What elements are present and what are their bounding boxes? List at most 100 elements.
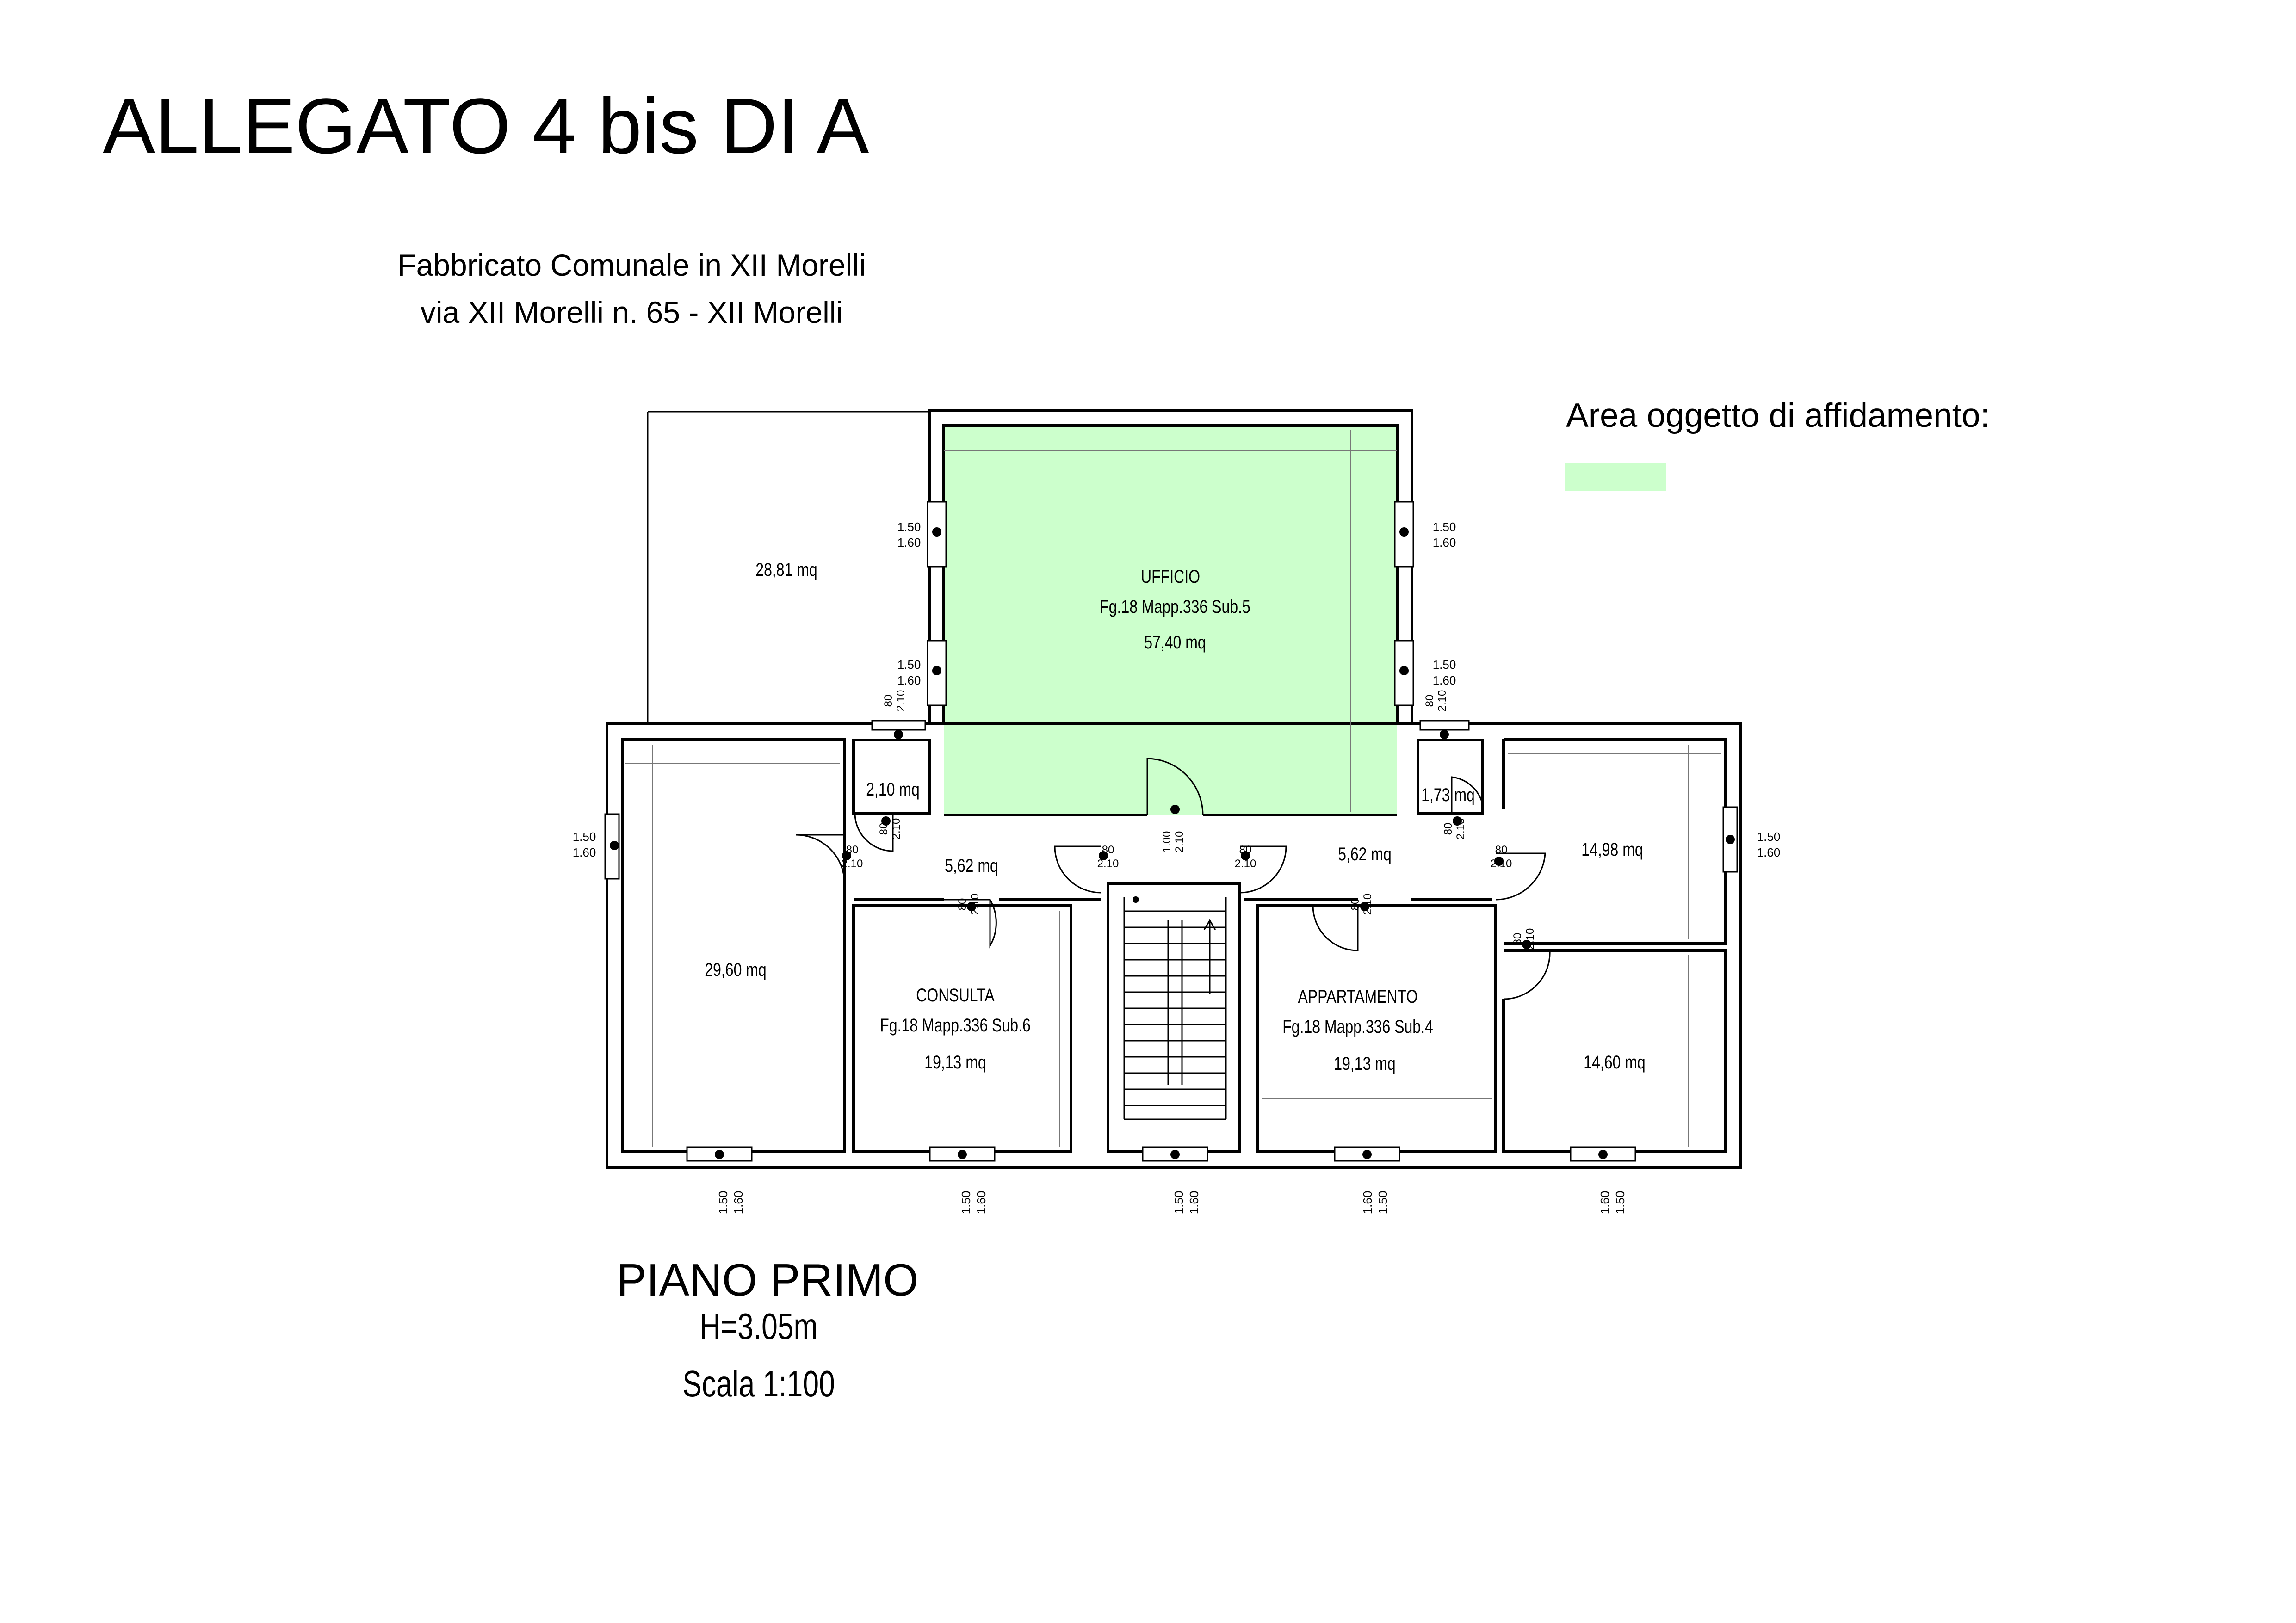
wc-left-area-label: 2,10 mq: [866, 779, 920, 800]
ufficio-area-label: 57,40 mq: [1144, 632, 1206, 653]
corridor-left-area-label: 5,62 mq: [945, 855, 998, 876]
right-top-door: [1495, 852, 1546, 901]
floor-title: PIANO PRIMO: [616, 1254, 919, 1305]
door-dim-h: 2.10: [1235, 858, 1256, 870]
ufficio-door: [1146, 758, 1204, 815]
door-dim-w: 80: [1349, 898, 1362, 911]
stair-treads: [1123, 897, 1227, 1120]
consulta-ref-label: Fg.18 Mapp.336 Sub.6: [880, 1015, 1031, 1036]
building-name: Fabbricato Comunale in XII Morelli: [397, 248, 866, 282]
door-dim-h: 2.10: [1436, 690, 1448, 712]
legend-label: Area oggetto di affidamento:: [1566, 397, 1990, 434]
window-dimension-labels: 1.50 1.60 1.50 1.60 1.50 1.60 1.50 1.60 …: [573, 520, 1781, 859]
win-dim-h: 1.60: [731, 1191, 745, 1215]
document-title: ALLEGATO 4 bis DI A: [103, 82, 869, 170]
win-dim-h: 1.60: [1757, 845, 1781, 859]
door-dim-h: 2.10: [842, 858, 863, 870]
wc-left-wall: [852, 739, 931, 815]
win-dim-w: 1.50: [1172, 1191, 1186, 1215]
win-dim-h: 1.60: [1598, 1191, 1612, 1215]
door-dim-w: 80: [1442, 823, 1454, 835]
door-dim-w: 80: [882, 695, 895, 707]
win-dim-h: 1.60: [573, 845, 596, 859]
win-dim-h: 1.60: [1433, 673, 1456, 687]
door-swings: [795, 758, 1551, 1000]
right-bottom-room-wall: [1502, 949, 1727, 1153]
door-dim-w: 80: [1423, 695, 1436, 707]
stair-door-left: [1054, 845, 1102, 894]
stair-door-right: [1239, 845, 1287, 894]
door-dim-w: 80: [1239, 844, 1252, 856]
legend-swatch: [1565, 463, 1666, 491]
door-dim-h: 2.10: [1454, 818, 1467, 840]
left-room-wall: [621, 738, 846, 1153]
consulta-door: [944, 899, 997, 949]
office-block-inner: [942, 424, 1399, 724]
door-dim-h: 2.10: [895, 690, 907, 712]
door-dim-w: 80: [846, 844, 859, 856]
fixture-dots: [610, 527, 1735, 1159]
wc-right-wall: [1417, 739, 1484, 815]
corridor-right-area-label: 5,62 mq: [1338, 844, 1392, 864]
door-dim-w: 80: [1495, 844, 1508, 856]
right-bottom-area-label: 14,60 mq: [1584, 1052, 1645, 1073]
door-dim-w: 80: [1511, 933, 1524, 945]
dimension-lines: [625, 430, 1721, 1147]
door-dim-h: 2.10: [1362, 894, 1374, 915]
left-room-area-label: 29,60 mq: [705, 959, 766, 980]
door-dim-h: 2.10: [890, 818, 903, 840]
drawing-scale: Scala 1:100: [682, 1363, 835, 1404]
room-labels: 28,81 mq UFFICIO Fg.18 Mapp.336 Sub.5 57…: [705, 559, 1645, 1074]
door-dim-w: 80: [1102, 844, 1114, 856]
appartamento-ref-label: Fg.18 Mapp.336 Sub.4: [1282, 1016, 1433, 1037]
appartamento-name-label: APPARTAMENTO: [1298, 986, 1417, 1007]
window-bottom-3: [1142, 1146, 1208, 1162]
door-dimension-labels: 80 2.10 80 2.10 80 2.10 80 2.10 80 2.10 …: [842, 690, 1536, 950]
floor-height: H=3.05m: [699, 1306, 818, 1347]
win-dim-w: 1.50: [1757, 830, 1781, 844]
win-dim-w: 1.50: [897, 658, 921, 672]
consulta-name-label: CONSULTA: [916, 985, 995, 1006]
win-dim-h: 1.60: [897, 536, 921, 549]
door-dim-h: 2.10: [1491, 858, 1512, 870]
win-dim-w: 1.50: [897, 520, 921, 534]
window-wc-right: [1419, 720, 1470, 731]
door-dim-w: 80: [878, 823, 890, 835]
right-bottom-door: [1503, 950, 1551, 1000]
building-outer-wall: [606, 722, 1742, 1169]
win-dim-w: 1.50: [1433, 658, 1456, 672]
terrace-area-label: 28,81 mq: [755, 559, 817, 580]
left-room-door: [795, 834, 845, 879]
win-dim-h: 1.60: [1187, 1191, 1201, 1215]
win-dim-w: 1.50: [959, 1191, 973, 1215]
win-dim-h: 1.60: [974, 1191, 988, 1215]
wc-right-area-label: 1,73 mq: [1421, 784, 1475, 805]
win-dim-w: 1.50: [1433, 520, 1456, 534]
appartamento-area-label: 19,13 mq: [1334, 1053, 1395, 1074]
win-dim-h: 1.60: [1361, 1191, 1374, 1215]
win-dim-h: 1.60: [1433, 536, 1456, 549]
win-dim-w: 1.50: [573, 830, 596, 844]
window-wc-left: [871, 720, 926, 731]
bottom-window-dimension-labels: 1.50 1.60 1.50 1.60 1.50 1.60 1.60 1.50 …: [716, 1191, 1627, 1215]
door-dim-w: 80: [956, 898, 969, 911]
ufficio-ref-label: Fg.18 Mapp.336 Sub.5: [1100, 596, 1250, 617]
win-dim-w: 1.50: [1613, 1191, 1627, 1215]
building-address: via XII Morelli n. 65 - XII Morelli: [420, 295, 843, 329]
appartamento-door: [1312, 905, 1359, 951]
stair-wall: [1107, 882, 1241, 1153]
ufficio-highlight: [944, 426, 1397, 815]
win-dim-w: 1.50: [1376, 1191, 1390, 1215]
consulta-area-label: 19,13 mq: [924, 1052, 986, 1073]
ufficio-name-label: UFFICIO: [1141, 566, 1200, 587]
win-dim-h: 1.60: [897, 673, 921, 687]
main-door-dim-w: 1.00: [1161, 831, 1173, 853]
win-dim-w: 1.50: [716, 1191, 730, 1215]
main-door-dim-h: 2.10: [1173, 831, 1186, 853]
door-dim-h: 2.10: [1524, 928, 1536, 950]
door-dim-h: 2.10: [969, 894, 981, 915]
window-office-right-top: [1394, 501, 1414, 568]
wc-right-door: [1451, 776, 1484, 813]
door-dim-h: 2.10: [1097, 858, 1119, 870]
